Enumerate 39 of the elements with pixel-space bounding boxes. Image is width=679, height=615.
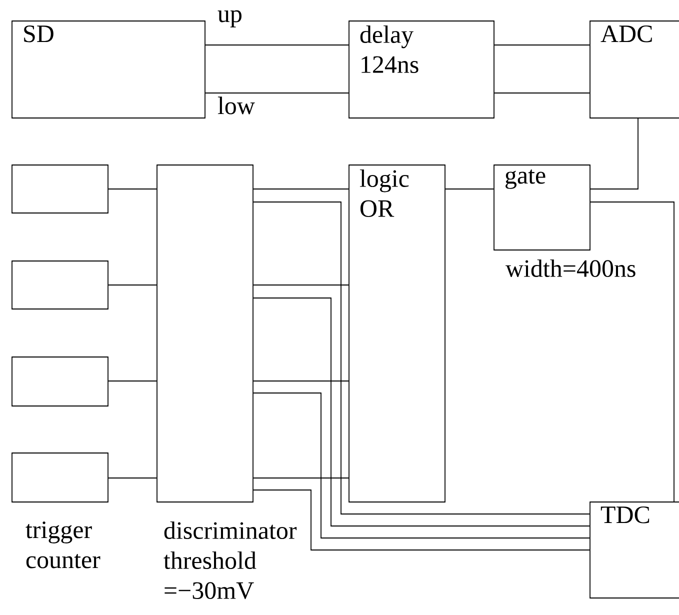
signal-line (253, 188, 349, 190)
signal-line (253, 392, 590, 538)
box-label: delay 124ns (360, 25, 418, 74)
signal-line (494, 92, 590, 94)
node-label: width=400ns (506, 259, 636, 278)
block-box (12, 452, 108, 502)
block-box (156, 164, 254, 502)
signal-line (108, 380, 157, 382)
edge-label: low (216, 96, 256, 116)
signal-line (590, 118, 638, 190)
signal-line (253, 202, 590, 514)
signal-line (590, 202, 674, 502)
signal-line (253, 490, 590, 550)
signal-line (253, 380, 349, 382)
box-label: ADC (600, 25, 652, 42)
block-box (12, 260, 108, 310)
node-label: discriminator threshold =−30mV (164, 521, 297, 600)
signal-line (494, 44, 590, 46)
signal-line (108, 284, 157, 286)
signal-line (205, 44, 349, 46)
block-box (12, 20, 206, 118)
signal-line (445, 188, 494, 190)
block-box (348, 20, 494, 118)
edge-label: up (216, 9, 244, 28)
box-label: SD (24, 25, 54, 42)
signal-line (108, 188, 157, 190)
box-label: logic OR (360, 169, 409, 218)
block-box (590, 20, 679, 118)
block-box (12, 164, 108, 214)
signal-line (205, 92, 349, 94)
block-box (348, 164, 446, 502)
block-box (590, 502, 679, 598)
box-label: gate (506, 169, 546, 189)
block-box (12, 356, 108, 406)
block-box (494, 164, 590, 250)
box-label: TDC (600, 506, 650, 524)
signal-line (253, 284, 349, 286)
signal-line (253, 298, 590, 526)
node-label: trigger counter (26, 521, 100, 568)
